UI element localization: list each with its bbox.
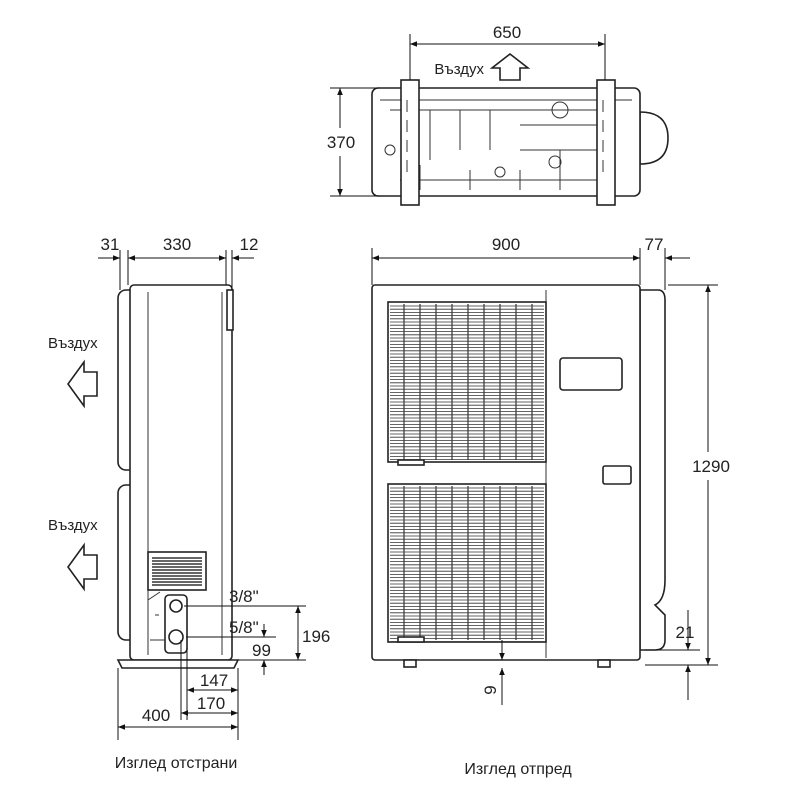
- side-view-caption: Изглед отстрани: [115, 755, 238, 772]
- gas-valve: [169, 599, 183, 613]
- top-view: 650 Въздух 370: [327, 23, 669, 206]
- pipe-liquid-size: 5/8": [229, 618, 259, 637]
- air-arrow-left-upper-icon: [67, 359, 98, 409]
- air-arrow-up-icon: [489, 52, 531, 81]
- front-view: 900 77 1290 21 9 Изглед отпред: [371, 235, 730, 778]
- side-air-label-lower: Въздух: [48, 517, 98, 534]
- dist-170-dim: 170: [197, 694, 225, 713]
- foot-height-dim: 21: [676, 623, 695, 642]
- pipe-gas-size: 3/8": [229, 587, 259, 606]
- front-side-dim: 77: [645, 235, 664, 254]
- front-view-caption: Изглед отпред: [464, 761, 572, 778]
- side-dim-body: 330: [163, 235, 191, 254]
- front-height-dim: 1290: [692, 457, 730, 476]
- top-width-dim: 650: [493, 23, 521, 42]
- display-window: [559, 357, 623, 391]
- side-dim-left: 31: [101, 235, 120, 254]
- side-view: 31 330 12 Въздух Въздух 3/8" 5/8" 196 99…: [48, 235, 330, 772]
- base-width-dim: 400: [142, 706, 170, 725]
- air-arrow-left-lower-icon: [67, 542, 98, 592]
- height-liquid-dim: 99: [252, 641, 271, 660]
- top-depth-dim: 370: [327, 133, 355, 152]
- height-gas-dim: 196: [302, 627, 330, 646]
- fan-grille-lower: [387, 483, 547, 643]
- top-view-bulge: [639, 111, 669, 165]
- top-view-bracket-left: [400, 79, 420, 206]
- side-base: [116, 659, 240, 669]
- front-foot-right: [597, 659, 611, 668]
- front-foot-left: [403, 659, 417, 668]
- side-dim-right: 12: [240, 235, 259, 254]
- front-width-dim: 900: [492, 235, 520, 254]
- top-air-label: Въздух: [434, 61, 484, 78]
- side-air-label-upper: Въздух: [48, 335, 98, 352]
- bottom-gap-dim: 9: [481, 685, 500, 694]
- fan-grille-upper: [387, 301, 547, 463]
- front-side-panel: [639, 289, 666, 651]
- top-view-bracket-right: [596, 79, 616, 206]
- dist-147-dim: 147: [200, 671, 228, 690]
- liquid-valve: [168, 629, 184, 645]
- top-view-body: [371, 87, 641, 197]
- handle-cover: [602, 465, 632, 485]
